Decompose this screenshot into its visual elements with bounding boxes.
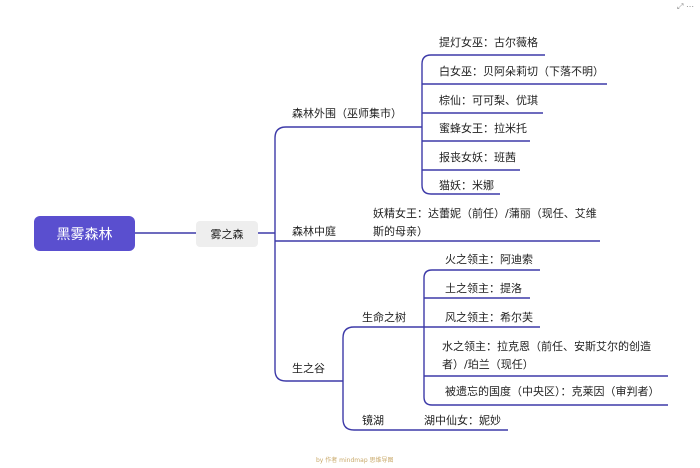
- branch-valley[interactable]: 生之谷: [292, 362, 325, 375]
- leaf-outer-4[interactable]: 报丧女妖：班茜: [439, 151, 516, 164]
- leaf-tree-3[interactable]: 水之领主：拉克恩（前任、安斯艾尔的创造者）/珀兰（现任）: [442, 340, 651, 371]
- leaf-tree-1[interactable]: 土之领主：提洛: [445, 282, 522, 295]
- leaf-tree-2[interactable]: 风之领主：希尔芙: [445, 311, 533, 324]
- leaf-outer-0[interactable]: 提灯女巫：古尔薇格: [439, 36, 538, 49]
- corner-controls[interactable]: ⤢ ⋯: [677, 2, 694, 11]
- leaf-lake[interactable]: 湖中仙女：妮妙: [424, 414, 501, 427]
- footer-watermark: by 作者 mindmap 思维导图: [316, 457, 394, 464]
- root-node[interactable]: 黑雾森林: [34, 216, 135, 251]
- branch-forest-center[interactable]: 森林中庭: [292, 225, 336, 238]
- level1-node[interactable]: 雾之森: [196, 221, 258, 247]
- branch-forest-outer[interactable]: 森林外围（巫师集市）: [292, 107, 402, 120]
- leaf-outer-3[interactable]: 蜜蜂女王：拉米托: [439, 122, 527, 135]
- leaf-outer-2[interactable]: 棕仙：可可梨、优琪: [439, 94, 538, 107]
- leaf-tree-0[interactable]: 火之领主：阿迪索: [445, 253, 533, 266]
- leaf-outer-5[interactable]: 猫妖：米娜: [439, 179, 494, 192]
- leaf-outer-1[interactable]: 白女巫：贝阿朵莉切（下落不明）: [439, 65, 604, 78]
- leaf-tree-4[interactable]: 被遗忘的国度（中央区）：克莱因（审判者）: [445, 385, 660, 398]
- leaf-center[interactable]: 妖精女王：达蕾妮（前任）/蒲丽（现任、艾维斯的母亲）: [373, 207, 597, 238]
- branch-lake[interactable]: 镜湖: [362, 414, 384, 427]
- branch-tree[interactable]: 生命之树: [362, 311, 406, 324]
